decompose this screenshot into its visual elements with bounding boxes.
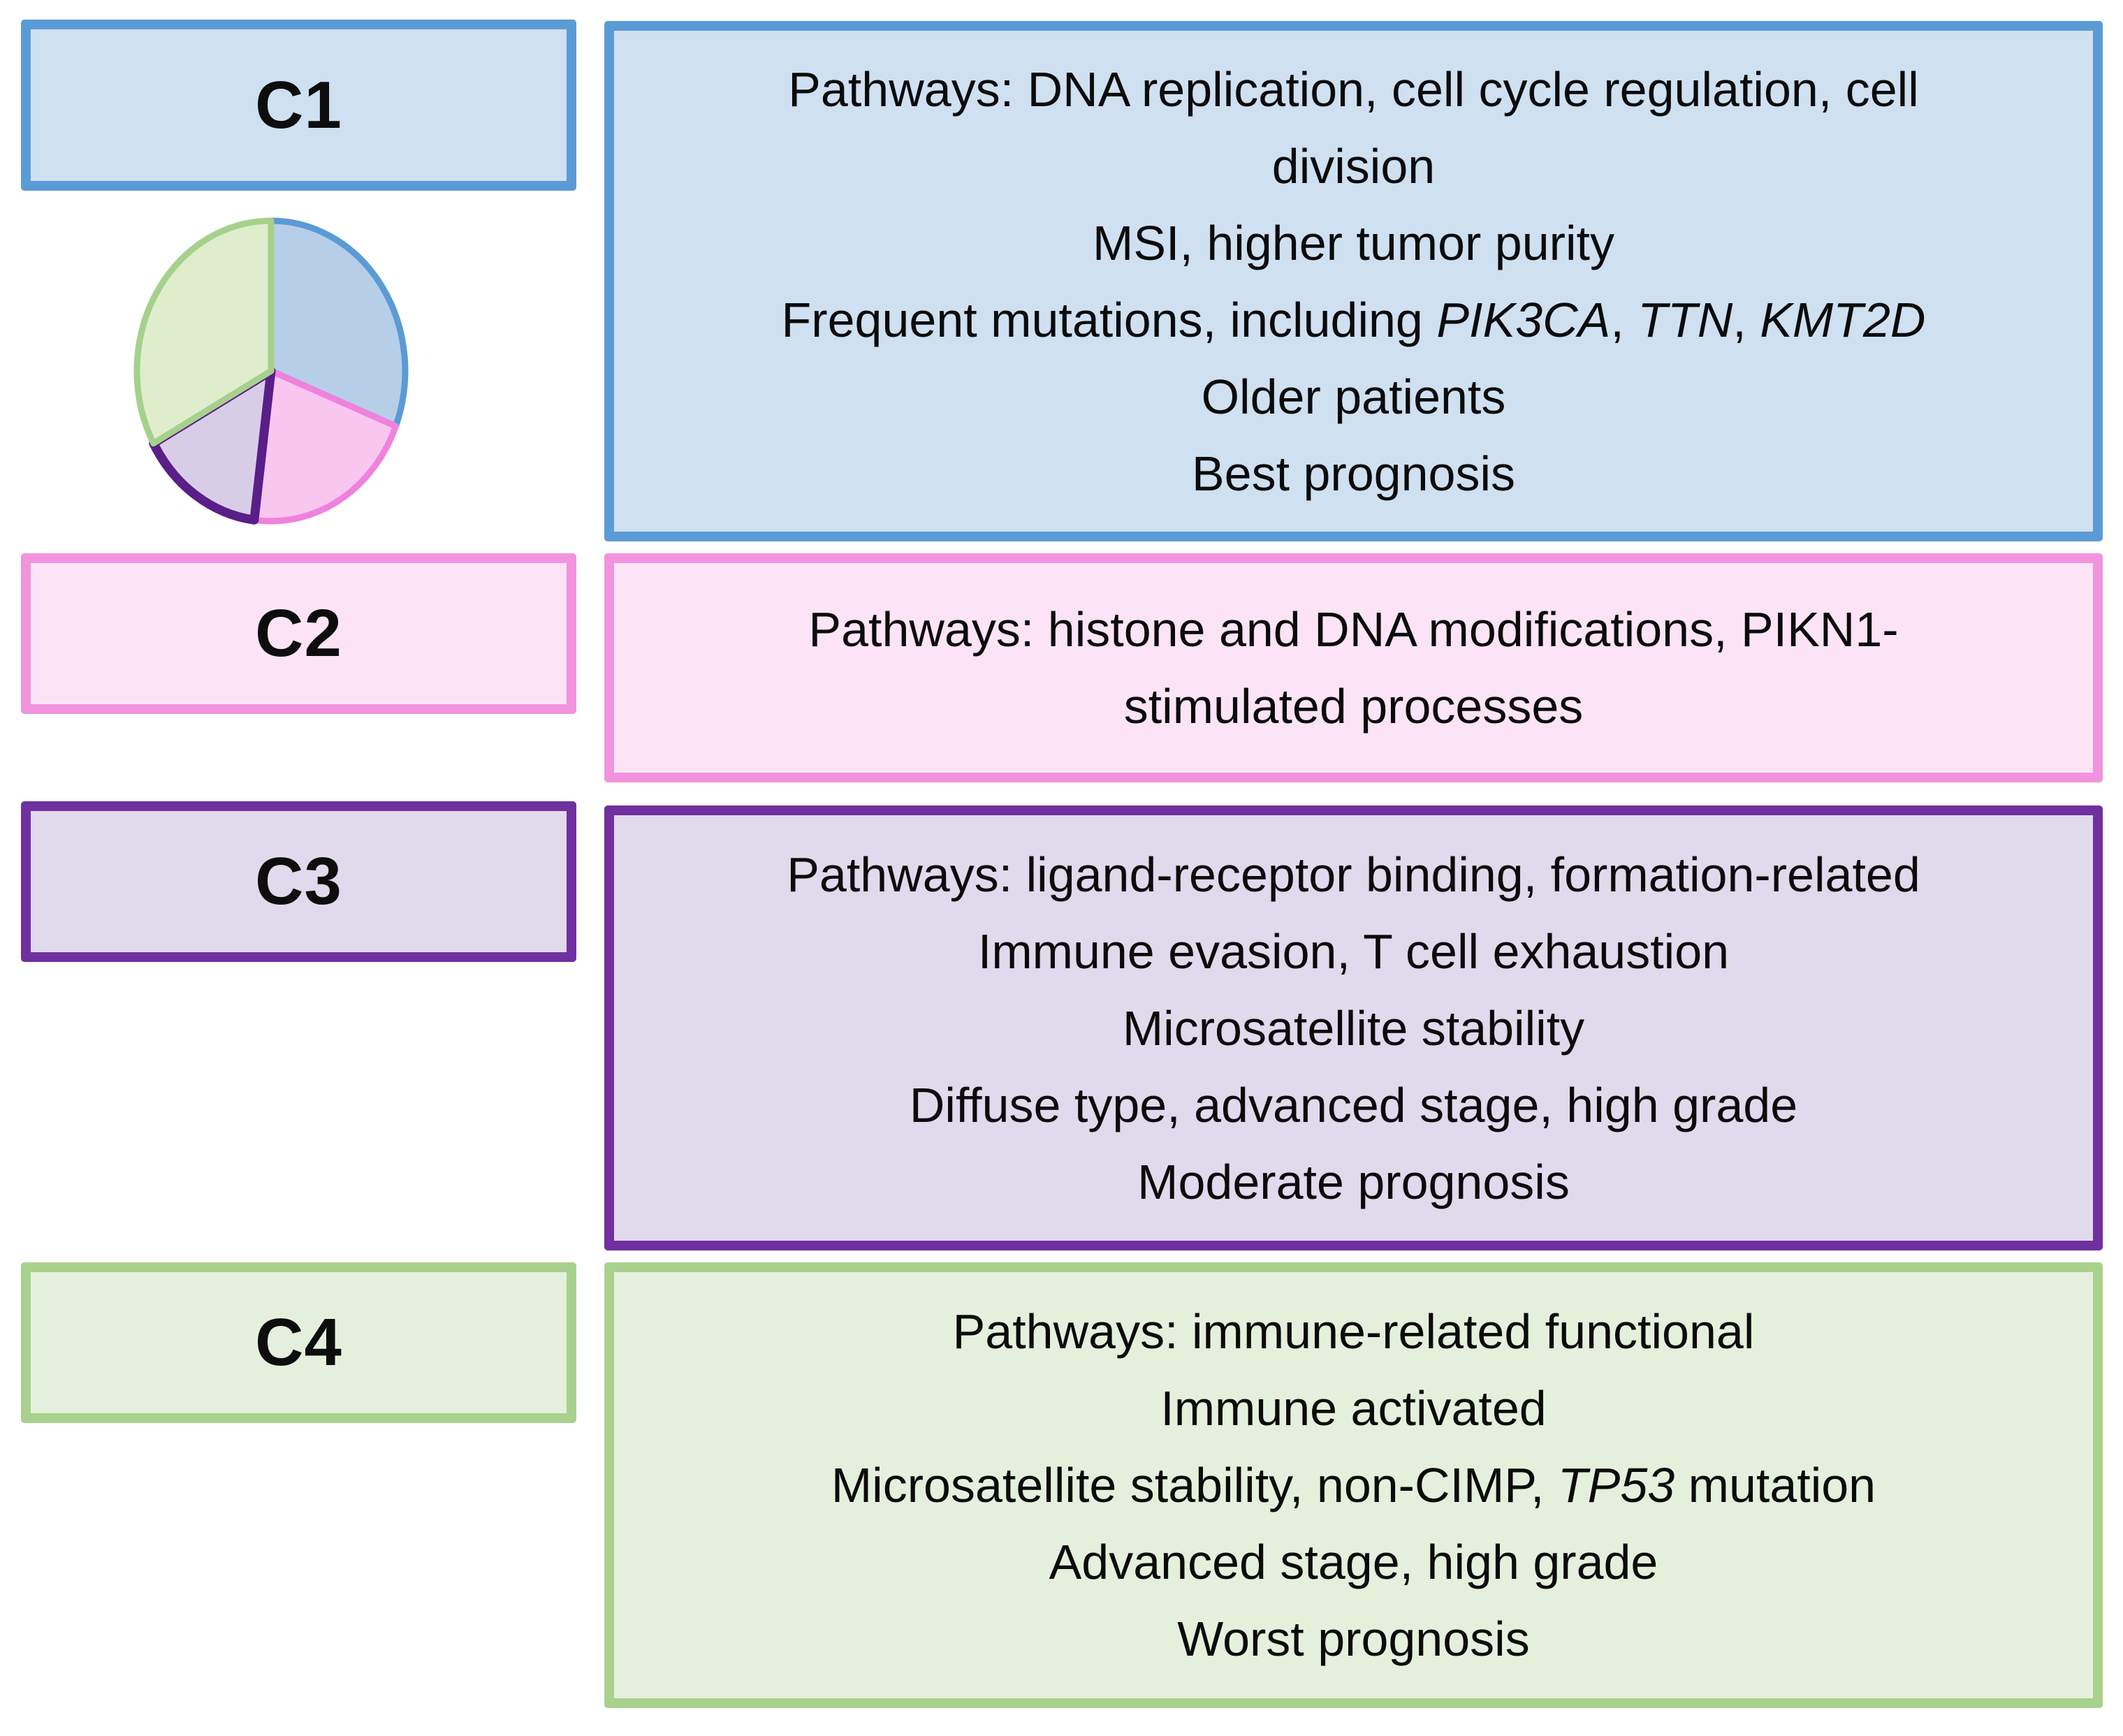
description-line: Microsatellite stability, non-CIMP, TP53…: [831, 1458, 1876, 1512]
cluster-label-box-c2: C2: [21, 553, 576, 714]
pie-slice-c2: [251, 367, 399, 525]
description-line: Frequent mutations, including PIK3CA, TT…: [781, 292, 1926, 347]
description-line: Pathways: ligand-receptor binding, forma…: [787, 847, 1920, 902]
cluster-label-c1: C1: [255, 67, 342, 143]
pie-slice-c3: [149, 366, 276, 525]
description-line: Pathways: immune-related functional: [952, 1304, 1755, 1359]
description-line: Immune activated: [1160, 1381, 1547, 1436]
description-line: Pathways: histone and DNA modifications,…: [808, 602, 1899, 657]
description-line: division: [1271, 138, 1436, 194]
description-line: Pathways: DNA replication, cell cycle re…: [788, 61, 1919, 117]
cluster-description-c2: Pathways: histone and DNA modifications,…: [604, 553, 2103, 782]
description-line: Diffuse type, advanced stage, high grade: [909, 1077, 1798, 1132]
description-line: Best prognosis: [1191, 446, 1516, 501]
cluster-label-c4: C4: [255, 1305, 342, 1380]
description-line: Older patients: [1201, 369, 1506, 424]
cluster-label-c2: C2: [255, 596, 342, 671]
cluster-proportion-pie-wrap: [115, 206, 430, 534]
pie-slice-c1: [268, 217, 409, 430]
cluster-description-c3: Pathways: ligand-receptor binding, forma…: [604, 805, 2103, 1250]
cluster-label-box-c1: C1: [21, 20, 576, 191]
description-line: Advanced stage, high grade: [1049, 1535, 1658, 1589]
description-line: Microsatellite stability: [1122, 1000, 1585, 1056]
cluster-pie-chart: [133, 217, 409, 525]
description-line: stimulated processes: [1123, 679, 1584, 734]
description-line: Moderate prognosis: [1137, 1154, 1570, 1209]
cluster-label-box-c3: C3: [21, 801, 576, 962]
cluster-label-c3: C3: [255, 844, 342, 919]
cluster-description-c1: Pathways: DNA replication, cell cycle re…: [604, 21, 2103, 541]
pie-slice-c4: [133, 217, 275, 447]
description-line: MSI, higher tumor purity: [1093, 215, 1614, 270]
description-line: Worst prognosis: [1177, 1612, 1530, 1666]
description-line: Immune evasion, T cell exhaustion: [977, 924, 1730, 979]
cluster-label-box-c4: C4: [21, 1262, 576, 1423]
